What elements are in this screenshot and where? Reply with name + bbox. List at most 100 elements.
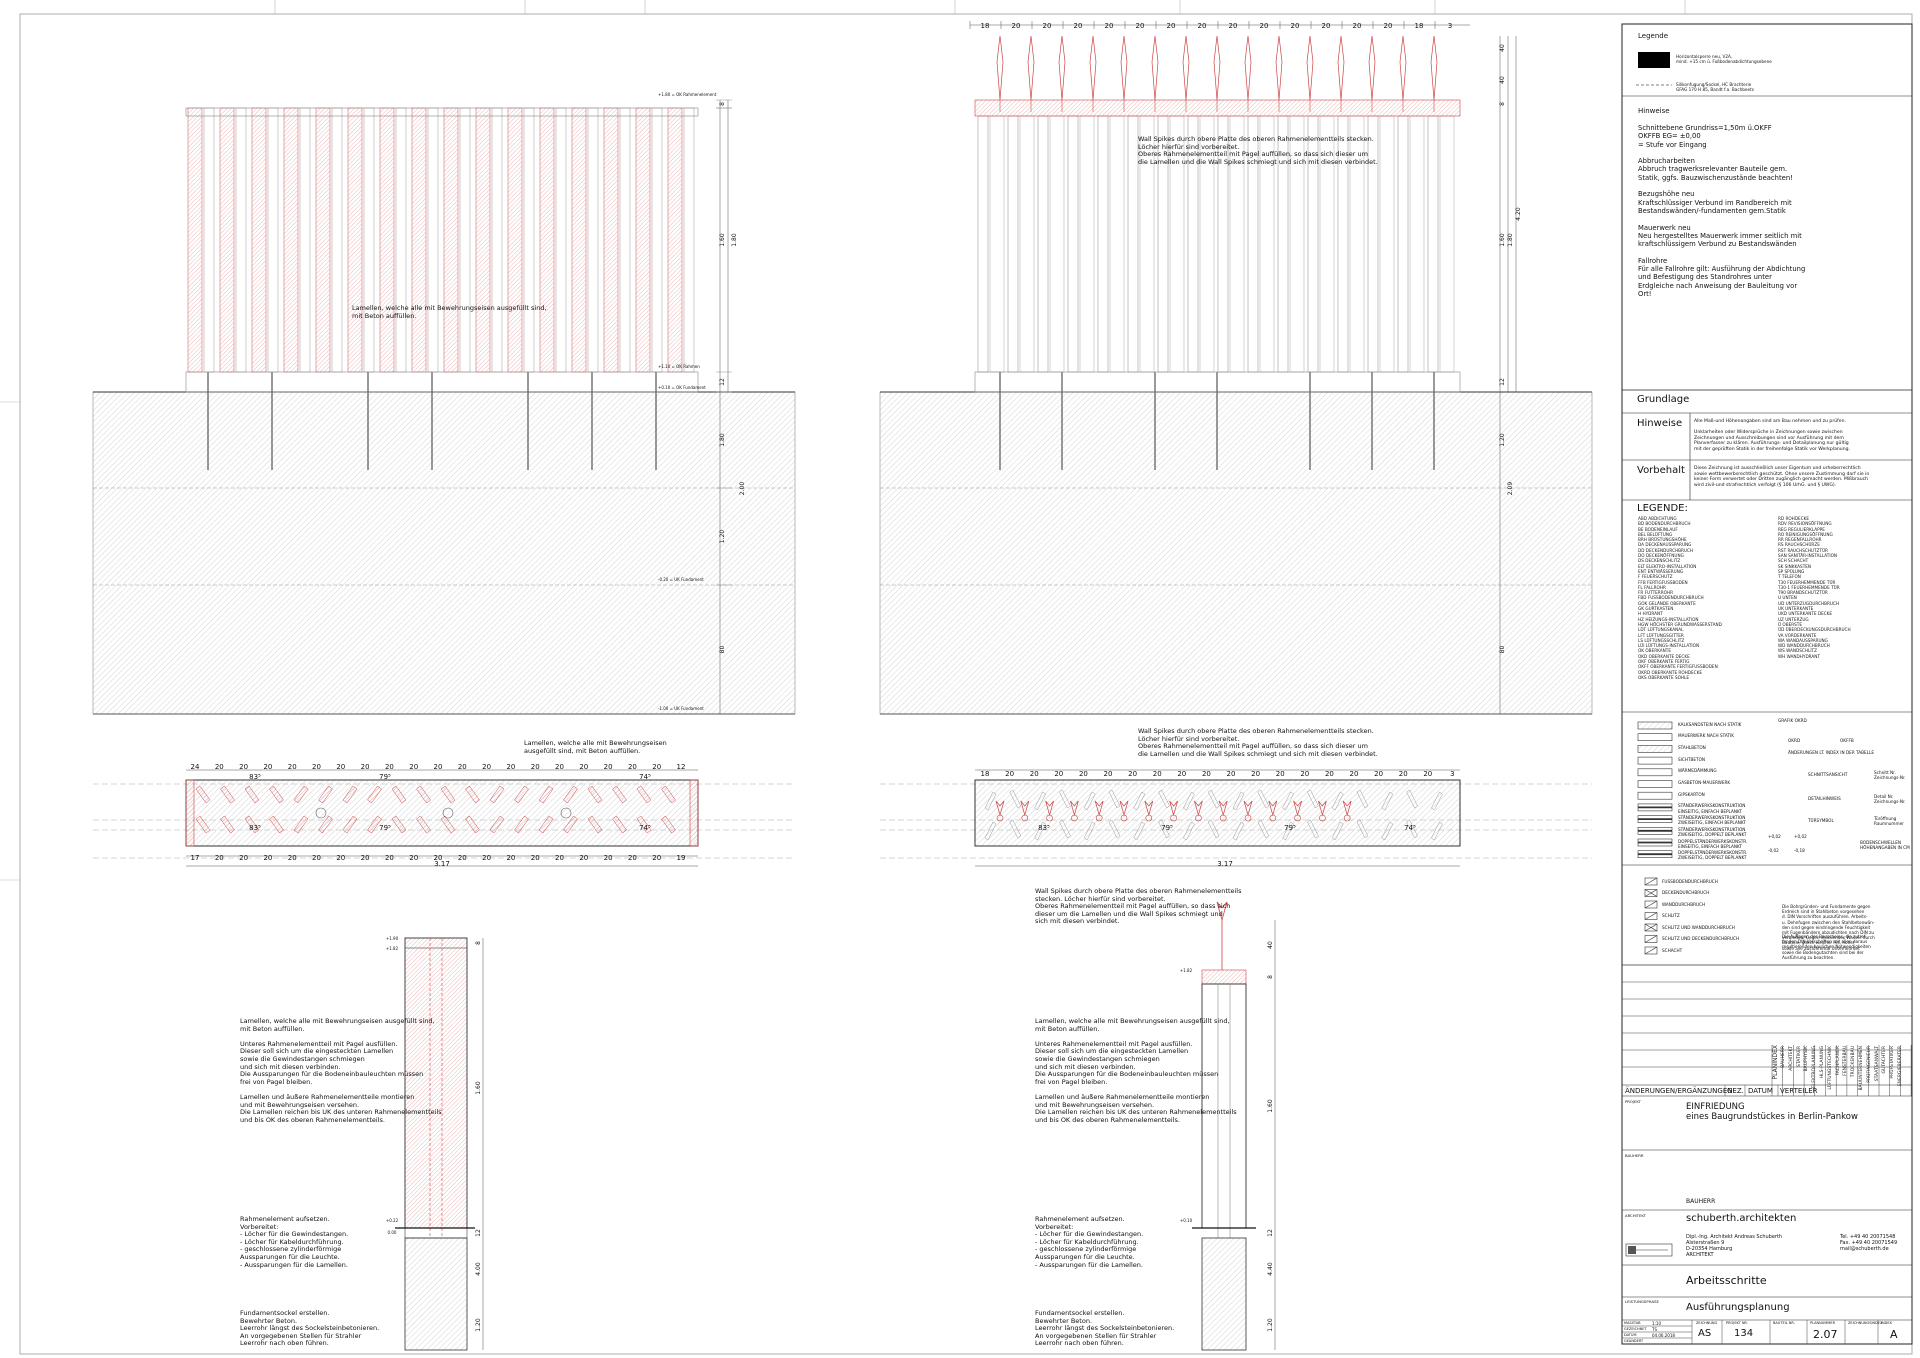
material-label: GIPSKARTON	[1678, 791, 1705, 797]
elev-label: +1.10 = OK Rahmen	[658, 364, 700, 369]
dim-label-vertical: 1.80	[731, 233, 738, 247]
hinweise-title: Hinweise	[1638, 107, 1670, 115]
dim-label-vertical: 8	[719, 102, 726, 106]
elev-label: +1.80 = OK Rahmenelement	[658, 92, 717, 97]
plan-slat	[1307, 819, 1319, 839]
breakthrough-label: WANDDURCHBRUCH	[1662, 901, 1706, 907]
material-label: GASBETON-MAUERWERK	[1678, 780, 1731, 785]
plan-slat	[1034, 821, 1046, 841]
wall-spike	[1213, 35, 1221, 101]
wall-spike	[1368, 35, 1376, 101]
level-2: +0,02	[1794, 834, 1807, 839]
spike-plan	[1070, 800, 1079, 817]
spike-dim-label: 3	[1448, 22, 1452, 30]
dim-label-vertical: 40	[1499, 44, 1506, 52]
spike-dim-label: 20	[1353, 22, 1362, 30]
plan-slat	[391, 785, 407, 804]
level-mark: +1.90	[386, 936, 399, 941]
lamella-gap	[683, 107, 695, 373]
plan-slats-left	[195, 785, 676, 834]
spike-base	[1095, 814, 1103, 822]
plan-sub-dim: 79⁵	[379, 773, 391, 781]
note-lamellen-top: Lamellen, welche alle mit Bewehrungseise…	[352, 304, 547, 320]
lamella-gap	[523, 107, 535, 373]
breakthrough-diag	[1644, 912, 1658, 920]
spike-dim-label: 20	[1136, 22, 1145, 30]
plan-dim-top: 20	[1399, 770, 1408, 778]
dim-label-vertical: 1.20	[719, 530, 726, 544]
plan-slat	[514, 815, 529, 834]
plan-slat	[269, 815, 284, 834]
plan-slat	[1356, 789, 1369, 809]
col-datum: DATUM	[1748, 1087, 1773, 1095]
dim-label-vertical: 1.80	[719, 433, 726, 447]
material-swatch	[1637, 780, 1673, 788]
plan-slat	[391, 815, 407, 834]
wall-spike	[996, 35, 1004, 101]
plan-dim-top: 20	[288, 763, 297, 771]
spike-dim-label: 20	[1167, 22, 1176, 30]
lamella	[187, 107, 203, 373]
dim-label-vertical: 2.09	[1507, 482, 1514, 496]
lamella	[411, 107, 427, 373]
plan-slat	[1257, 789, 1270, 809]
section-dim: 4.40	[1267, 1262, 1274, 1276]
bauherr-label: BAUHERR	[1625, 1153, 1644, 1158]
abbreviations-col-2: RD ROHDECKE RDV REVISIONSÖFFNUNG REG REG…	[1778, 516, 1851, 659]
spike-base	[1120, 814, 1128, 822]
material-label: KALKSANDSTEIN NACH STATIK	[1678, 721, 1742, 727]
ground-hatch-left	[92, 391, 796, 715]
leistungsphase-value: Ausführungsplanung	[1686, 1302, 1790, 1313]
plan-slat	[293, 815, 309, 834]
plan-dim-top: 20	[409, 763, 418, 771]
plan-slat	[293, 785, 309, 804]
plan-dim-top: 20	[1030, 770, 1039, 778]
label-projekt-nr: PROJEKT NR.	[1726, 1321, 1748, 1325]
lamella-gap	[1409, 115, 1425, 373]
spike-plan	[995, 800, 1005, 817]
spike-base	[1343, 814, 1351, 822]
section-dim: 40	[1267, 941, 1274, 949]
threaded-rods-right	[999, 372, 1435, 470]
plan-slat	[1381, 821, 1394, 841]
lamella-gap	[459, 107, 471, 373]
spike-base	[1046, 814, 1053, 822]
plan-dim-bottom: 20	[336, 854, 345, 862]
vorbehalt-text: Diese Zeichnung ist ausschließlich unser…	[1694, 466, 1870, 488]
lamella-gap	[1109, 115, 1125, 373]
level-1: +0,02	[1768, 834, 1781, 839]
section-dim: 8	[1267, 975, 1274, 979]
plan-dim-bottom: 20	[628, 854, 637, 862]
plan-dim-top: 20	[1177, 770, 1186, 778]
section-dim: 1.20	[475, 1318, 482, 1332]
plan-dim-top: 20	[1153, 770, 1162, 778]
label-bauteil-nr: BAUTEIL NR.	[1773, 1321, 1795, 1325]
vorbehalt-label: Vorbehalt	[1637, 465, 1685, 476]
lamella	[1127, 115, 1139, 373]
plan-total: 3.17	[434, 860, 450, 868]
plan-dim-top: 20	[1276, 770, 1285, 778]
plan-dim-top: 20	[1079, 770, 1088, 778]
grundlage-label: Grundlage	[1637, 394, 1690, 405]
distribution-item: BAUHERR	[1781, 1046, 1786, 1068]
label-massstab: MASSTAB	[1624, 1321, 1641, 1325]
section-dim: 1.60	[475, 1081, 482, 1095]
note-spikes-top: Wall Spikes durch obere Platte des obere…	[1138, 135, 1378, 166]
plan-dim-top: 20	[555, 763, 564, 771]
level-mark: +1.82	[386, 946, 399, 951]
legende2-label: LEGENDE:	[1637, 503, 1688, 514]
plan-dim-top: 20	[434, 763, 443, 771]
plan-slat	[269, 785, 284, 804]
material-swatches	[1637, 721, 1673, 859]
dim-label-vertical: 1.60	[719, 233, 726, 247]
breakthrough-label: SCHLITZ UND WANDDURCHBRUCH	[1662, 924, 1735, 930]
light-recess	[442, 807, 454, 819]
wall-spike	[1089, 35, 1097, 101]
lamella	[667, 107, 683, 373]
plan-slat	[612, 785, 627, 804]
plan-dim-top: 20	[458, 763, 467, 771]
symbol-right-2: Detail Nr. Zeichnungs-Nr.	[1874, 794, 1906, 805]
